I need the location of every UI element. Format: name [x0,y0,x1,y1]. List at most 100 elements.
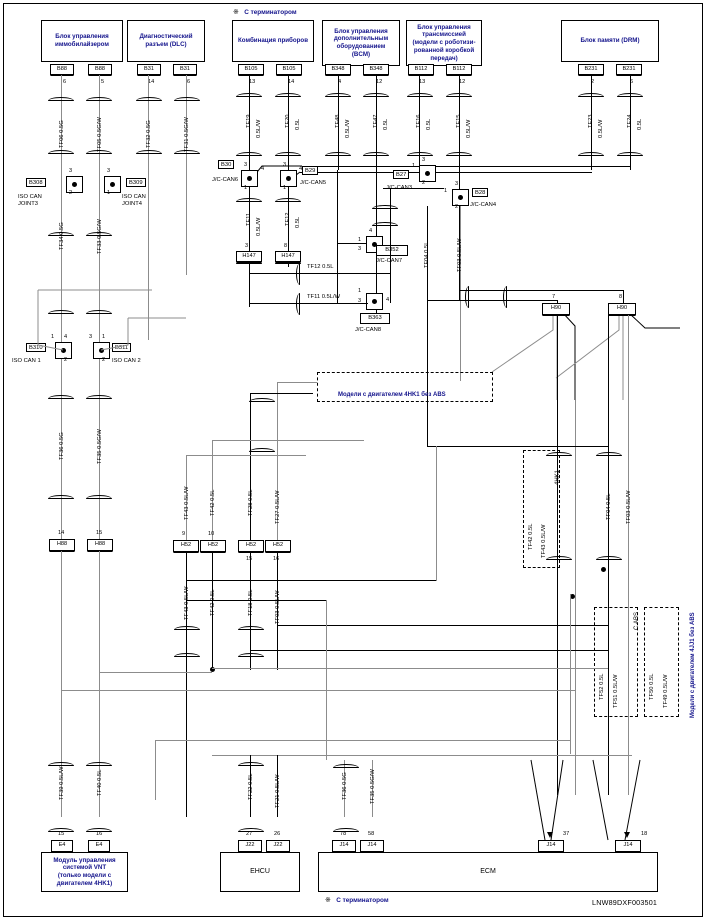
unit-vnt[interactable]: Модуль управления системой VNT (только м… [41,852,128,892]
junction-name-b28[interactable]: B28 [472,188,489,198]
junction-name-b308[interactable]: B308 [26,178,46,188]
connector-j14-37[interactable]: J14 [538,840,564,852]
connector-e4-15[interactable]: E4 [51,840,73,852]
connector-b112-b[interactable]: B112 [446,64,472,75]
pin-h147-b: 8 [284,243,288,249]
asterisk-glyph: ※ [233,9,239,16]
pin-b27-2: 2 [422,180,426,186]
unit-immobilizer[interactable]: Блок управления иммобилайзером [41,20,123,62]
pin-b112-a: 13 [419,79,426,85]
wire-label-tf35b: TF35 0.5G/W [370,769,376,804]
junction-dot [601,567,606,572]
connector-b231-b[interactable]: B231 [616,64,642,75]
rail-f [277,625,608,627]
twist-mark [174,97,200,104]
rail-g [155,740,570,741]
rail-j [186,580,436,582]
twist-mark [86,395,112,402]
connector-b105-b[interactable]: B105 [276,64,302,75]
connector-b105-a[interactable]: B105 [238,64,264,75]
pin-b363-3: 3 [358,298,362,304]
twist-mark [48,310,74,317]
connector-b31-a[interactable]: B31 [137,64,161,75]
connector-h88-15[interactable]: H88 [87,539,113,551]
junction-name-b310[interactable]: B310 [26,343,46,353]
connector-b31-b[interactable]: B31 [173,64,197,75]
connector-h147-a[interactable]: H147 [236,251,262,262]
rail-e [250,650,608,652]
pin-b231-b: 6 [630,79,634,85]
junction-name-b29[interactable]: B29 [302,166,319,176]
connector-h147-b[interactable]: H147 [275,251,301,262]
wire-tf11-horizontal [249,303,368,305]
option-label-with-abs: С ABS [634,611,640,630]
junction-dot [210,667,215,672]
twist-mark [238,653,264,660]
wire-tf42 [212,440,213,540]
connector-b88-a[interactable]: B88 [50,64,74,75]
junction-name-b30[interactable]: B30 [218,160,235,170]
junction-label-b363: J/C-CAN8 [355,327,382,333]
connector-h52-15[interactable]: H52 [238,540,264,552]
connector-b231-a[interactable]: B231 [578,64,604,75]
unit-tcm[interactable]: Блок управления трансмиссией (модели с р… [406,20,482,66]
wire-center-right-b [575,400,576,795]
wire-tf47 [376,75,378,315]
unit-bcm[interactable]: Блок управления дополнительным оборудова… [322,20,400,66]
connector-e4-16[interactable]: E4 [88,840,110,852]
junction-dot [570,594,575,599]
twist-mark [578,152,604,159]
unit-ehcu[interactable]: EHCU [220,852,300,892]
connector-h52-16[interactable]: H52 [265,540,291,552]
wire-label-tf39: TF39 0.5L/W [59,766,65,800]
unit-drm[interactable]: Блок памяти (DRM) [561,20,659,62]
pin-b310-4: 4 [64,334,68,340]
pin-j22-26: 26 [274,831,281,837]
unit-cluster[interactable]: Комбинация приборов [232,20,314,62]
unit-ecm[interactable]: ECM [318,852,658,892]
wire-tf39 [61,690,62,817]
pin-b311-3: 3 [89,334,93,340]
junction-name-b311[interactable]: B311 [112,343,132,353]
pin-b352-4: 4 [369,228,373,234]
wire-tf23 [591,75,593,170]
wire-label-tf32: TF32 0.5G [146,120,152,148]
junction-name-b352[interactable]: B352 [376,245,408,256]
rail-h-drop [570,594,571,754]
wire-tf16 [419,75,421,170]
connector-b348-b[interactable]: B348 [363,64,389,75]
unit-dlc[interactable]: Диагностический разъем (DLC) [127,20,205,62]
junction-dot [425,171,430,176]
twist-mark [48,232,74,239]
wire-h90-8-drop [623,290,625,312]
connector-h88-14[interactable]: H88 [49,539,75,551]
wire-label-tf42: TF42 0.5L [210,489,216,516]
wire-tf15 [459,75,461,300]
junction-name-b363[interactable]: B363 [360,313,390,324]
junction-name-b309[interactable]: B309 [126,178,146,188]
connector-j14-58[interactable]: J14 [360,840,384,852]
wire-label-tf43: TF43 0.5L/W [184,486,190,520]
wire-tf04 [427,206,429,446]
connector-b88-b[interactable]: B88 [88,64,112,75]
connector-b348-a[interactable]: B348 [325,64,351,75]
connector-j14-78[interactable]: J14 [332,840,356,852]
pin-b311-2: 2 [102,357,106,363]
wire-label-tf16-size: 0.5L [426,118,432,130]
connector-j14-18[interactable]: J14 [615,840,641,852]
connector-j22-27[interactable]: J22 [238,840,262,852]
twist-mark [86,97,112,104]
junction-dot [372,299,377,304]
wire-tf06 [61,75,62,355]
connector-h52-9[interactable]: H52 [173,540,199,552]
connector-h52-10[interactable]: H52 [200,540,226,552]
connector-h90-8[interactable]: H90 [608,303,636,315]
connector-h90-7[interactable]: H90 [542,303,570,315]
connector-j22-26[interactable]: J22 [266,840,290,852]
wire-tf03b [277,552,279,670]
junction-name-b27[interactable]: B27 [393,170,410,180]
twist-mark [446,152,472,159]
option-label-4hk1-no-abs: Модели с двигателем 4HK1 без ABS [338,392,446,398]
connector-b112-a[interactable]: B112 [408,64,434,75]
twist-mark [275,198,301,205]
